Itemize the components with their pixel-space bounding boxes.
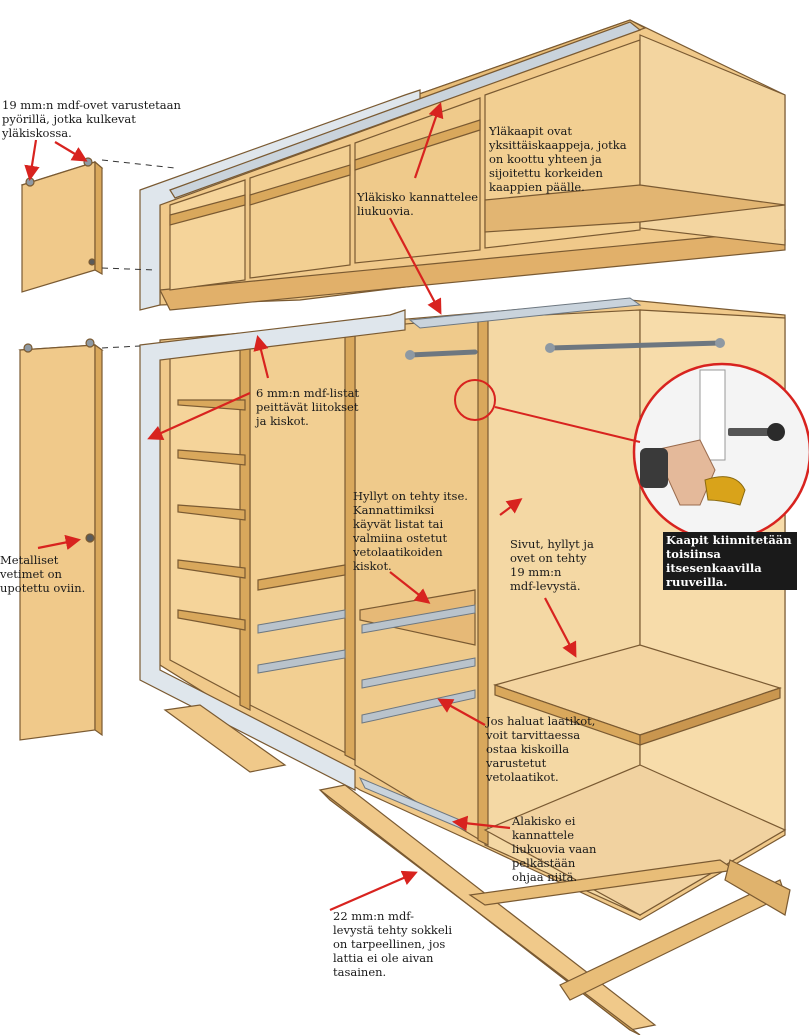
label-upper-rail: Yläkisko kannattelee liukuovia. [357,190,479,218]
lower-door [18,338,104,741]
plinth [163,704,791,1035]
label-handles: Metalliset vetimet on upotettu oviin. [0,553,86,595]
upper-door [20,157,104,293]
upper-rail [408,297,642,329]
label-shelves: Hyllyt on tehty itse. Kannattimiksi käyv… [353,489,468,573]
door-handle-icon [85,533,95,543]
label-drawers: Jos haluat laatikot, voit tarvittaessa o… [486,714,596,784]
callout-arrows [24,102,577,912]
drawer-rails [257,604,476,724]
screw-detail-inset [632,362,809,542]
upper-cabinet [139,19,786,311]
alignment-lines [101,159,176,349]
detail-source-circle [454,379,496,421]
label-lower-rail: Alakisko ei kannattele liukuovia vaan pe… [512,814,597,884]
label-doors-wheels: 19 mm:n mdf-ovet varustetaan pyörillä, j… [2,98,181,140]
label-strips: 6 mm:n mdf-listat peittävät liitokset ja… [256,386,360,428]
label-sides: Sivut, hyllyt ja ovet on tehty 19 mm:n m… [510,537,594,593]
label-screws: Kaapit kiinnitetään toisiinsa itsesenkaa… [663,532,797,590]
label-upper-cabinets: Yläkaapit ovat yksittäiskaappeja, jotka … [489,124,627,194]
label-plinth: 22 mm:n mdf- levystä tehty sokkeli on ta… [333,909,453,979]
hanging-rods [407,340,723,358]
